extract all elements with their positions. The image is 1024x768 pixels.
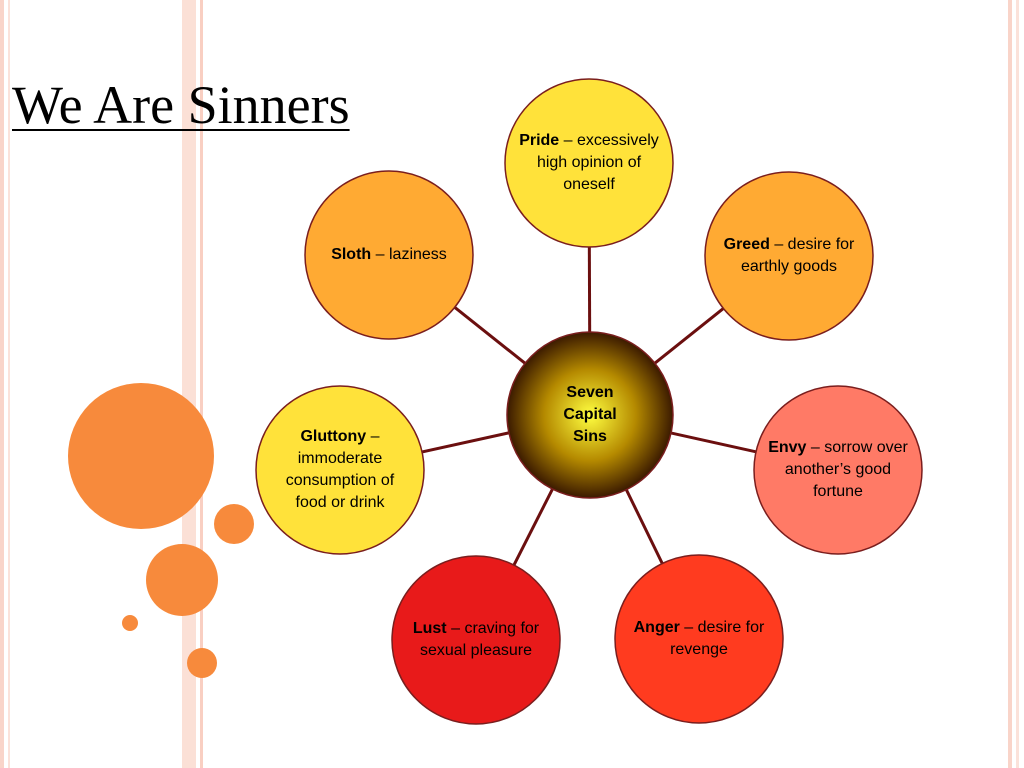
sin-circle-envy: [753, 385, 923, 555]
sin-anger: Anger – desire for revenge: [615, 555, 783, 723]
decor-circle: [68, 383, 214, 529]
sin-circle-anger: [614, 554, 784, 724]
decor-stripe: [200, 0, 203, 768]
sin-dash: –: [559, 132, 577, 149]
sin-description: desire for earthly goods: [740, 236, 855, 275]
sin-dash: –: [446, 620, 465, 637]
sin-circle-gluttony: [255, 385, 425, 555]
sin-description: excessively high opinion of oneself: [536, 132, 659, 193]
sin-circle-pride: [504, 78, 674, 248]
center-label: Seven Capital Sins: [563, 384, 617, 445]
sin-name: Anger: [633, 619, 680, 636]
left-stripe: [0, 0, 4, 768]
center-circle: [506, 331, 674, 499]
decor-circle: [214, 504, 254, 544]
sin-name: Pride: [519, 132, 560, 149]
sin-name: Sloth: [331, 246, 372, 263]
sin-sloth: Sloth – laziness: [305, 171, 473, 339]
sin-name: Envy: [768, 439, 807, 456]
sin-dash: –: [806, 439, 825, 456]
sin-lust: Lust – craving for sexual pleasure: [392, 556, 560, 724]
sin-dash: –: [366, 428, 380, 445]
decor-circle: [187, 648, 217, 678]
sin-name: Lust: [412, 620, 447, 637]
slide-title: We Are Sinners: [12, 75, 350, 135]
right-stripe: [1016, 0, 1019, 768]
sin-name: Gluttony: [300, 428, 367, 445]
sin-circles: [255, 78, 923, 725]
sin-pride: Pride – excessively high opinion of ones…: [505, 79, 673, 247]
decor-circle: [146, 544, 218, 616]
decor-circles: [68, 383, 254, 678]
sin-description: laziness: [388, 246, 447, 263]
sin-dash: –: [371, 246, 389, 263]
sin-greed: Greed – desire for earthly goods: [705, 172, 873, 340]
sin-description: desire for revenge: [670, 619, 765, 658]
sin-envy: Envy – sorrow over another’s good fortun…: [754, 386, 922, 554]
sin-gluttony: Gluttony – immoderate consumption of foo…: [256, 386, 424, 554]
right-stripe: [1008, 0, 1012, 768]
left-stripe: [8, 0, 10, 768]
sin-circle-sloth: [304, 170, 474, 340]
sin-dash: –: [769, 236, 788, 253]
sin-description: immoderate consumption of food or drink: [285, 450, 395, 511]
sin-dash: –: [679, 619, 698, 636]
sin-circle-greed: [704, 171, 874, 341]
sin-circle-lust: [391, 555, 561, 725]
decor-circle: [122, 615, 138, 631]
sin-name: Greed: [723, 236, 770, 253]
sin-description: sorrow over another’s good fortune: [784, 439, 908, 500]
sin-description: craving for sexual pleasure: [419, 620, 540, 659]
